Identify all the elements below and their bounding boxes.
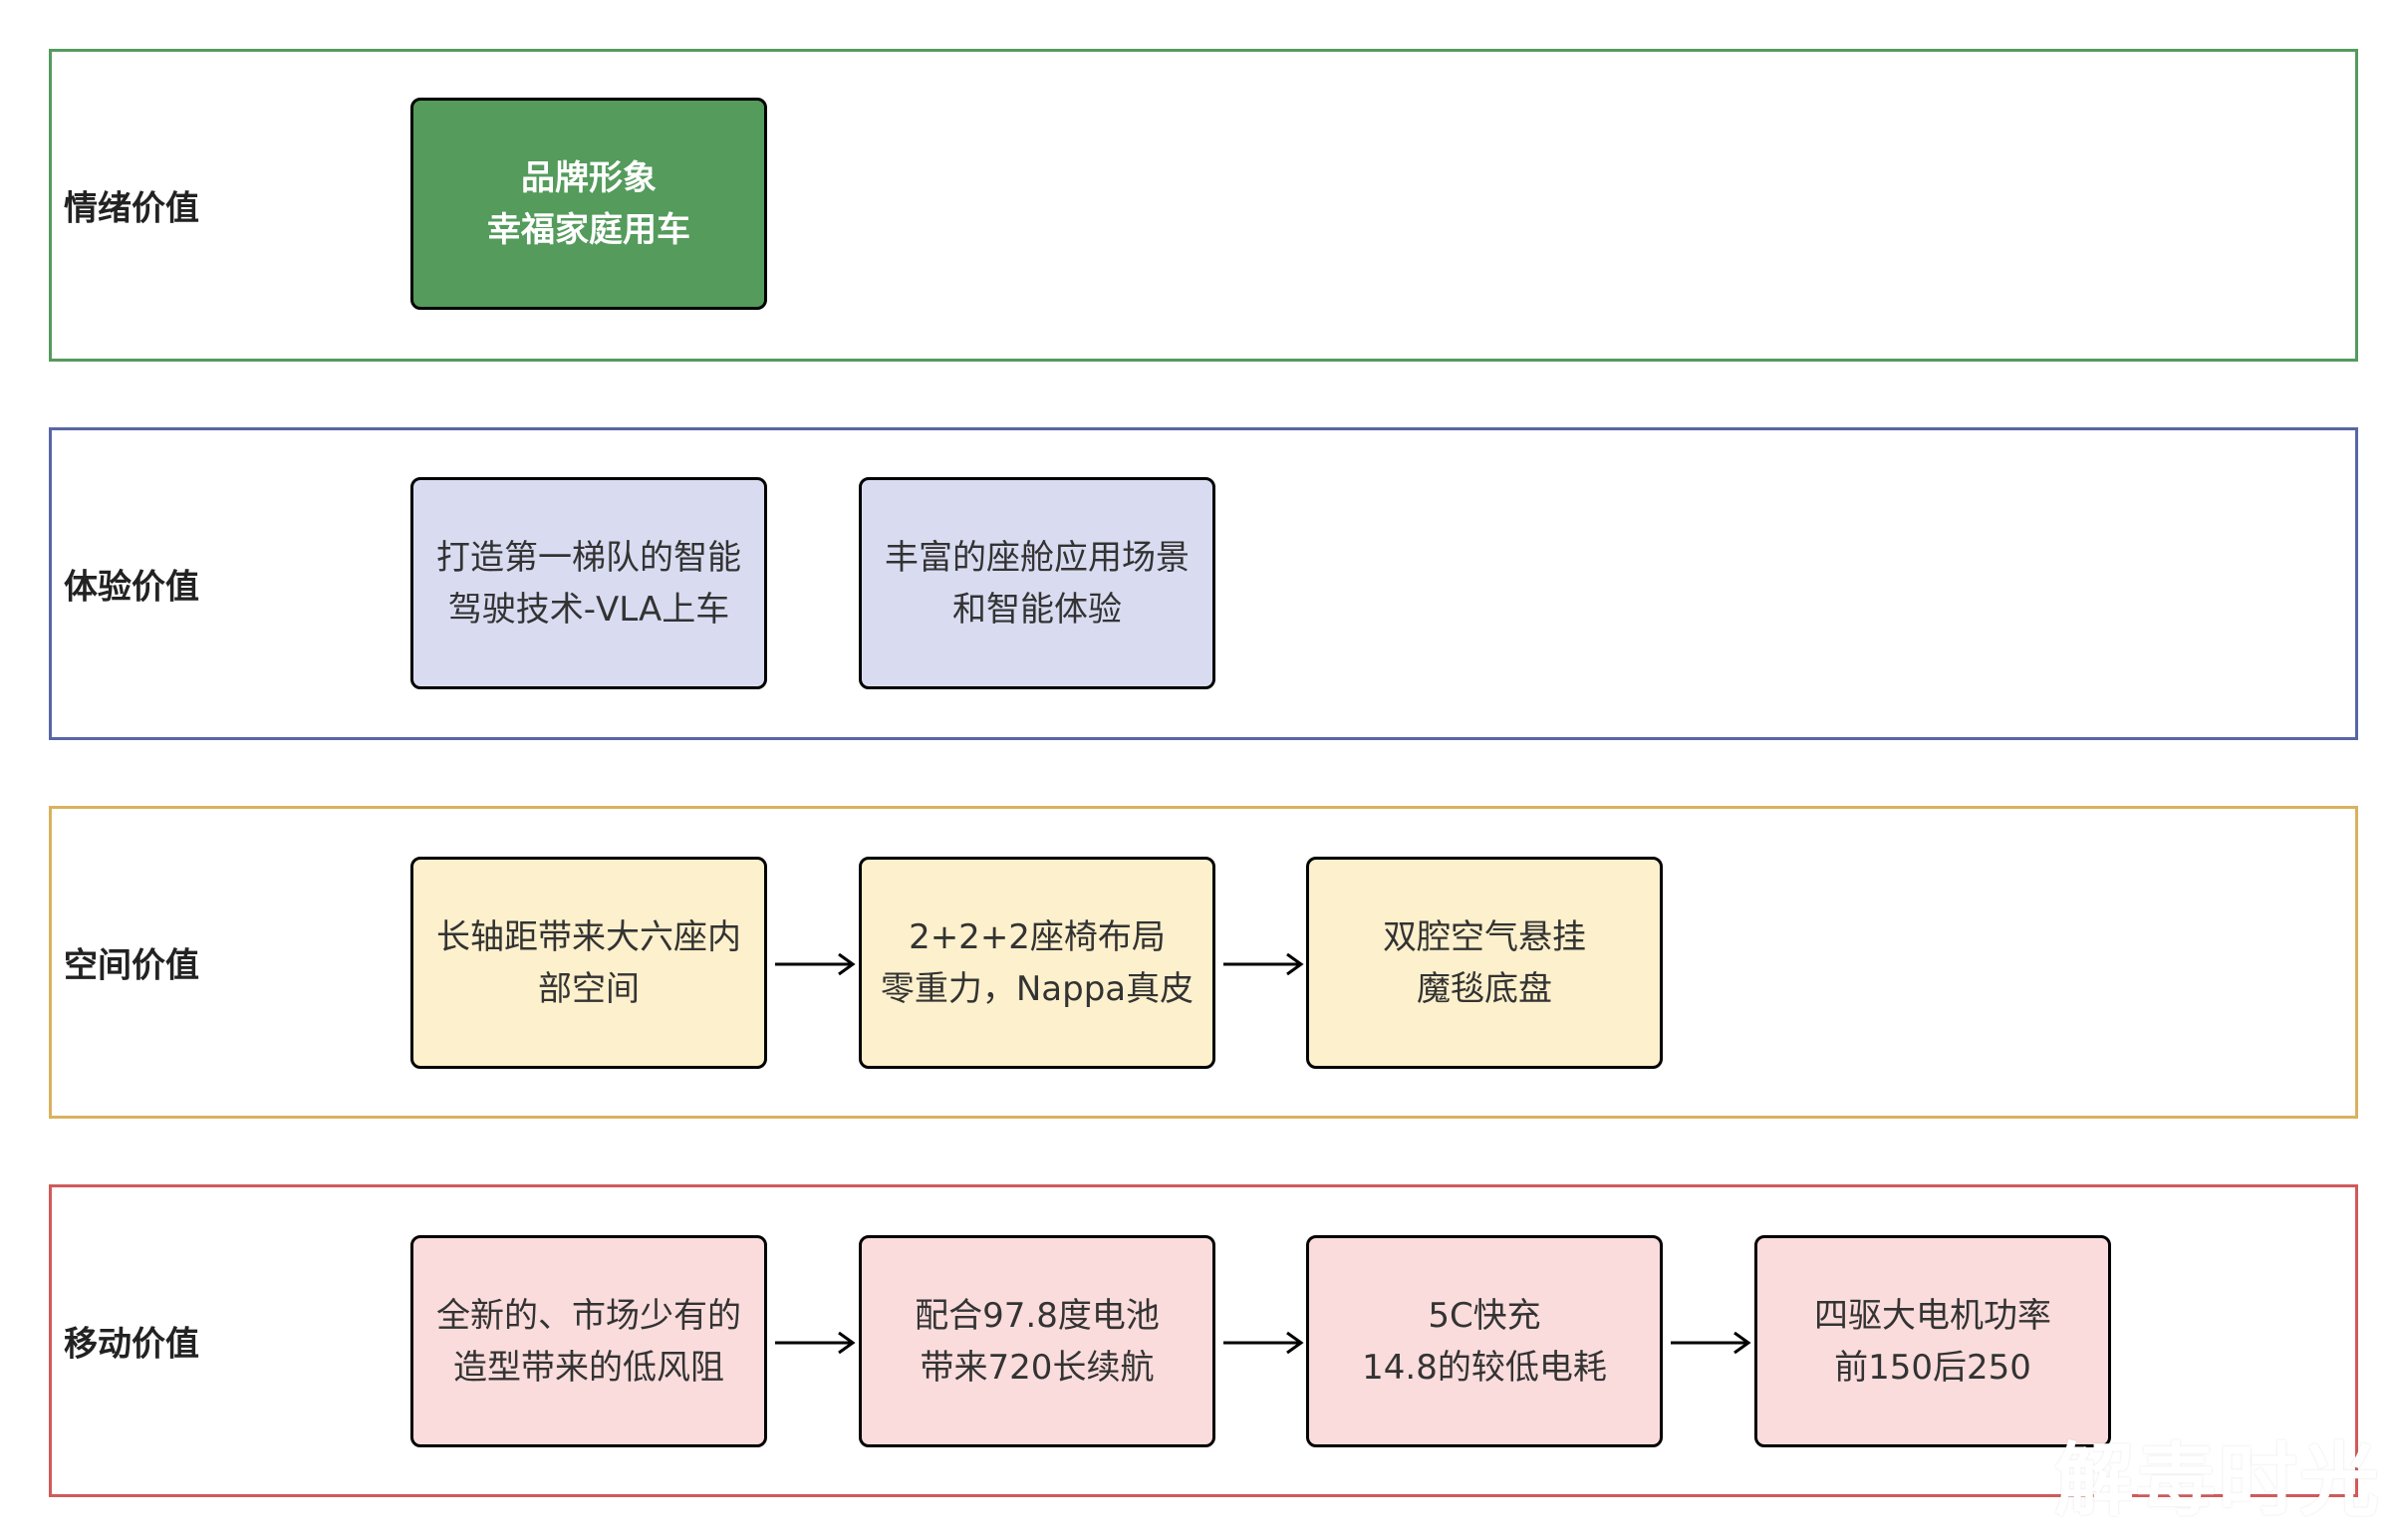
box-text-line: 四驱大电机功率 bbox=[1814, 1295, 2051, 1336]
box-text-line: 造型带来的低风阻 bbox=[453, 1347, 724, 1388]
box-text-line: 全新的、市场少有的 bbox=[436, 1295, 741, 1336]
watermark: 解毒时光 bbox=[2054, 1434, 2381, 1527]
box-text-line: 长轴距带来大六座内 bbox=[436, 916, 741, 957]
value-box: 品牌形象 幸福家庭用车 bbox=[410, 98, 767, 310]
arrow-right-icon bbox=[1671, 1331, 1751, 1355]
row-band-emotional: 情绪价值 bbox=[49, 49, 2358, 362]
arrow-right-icon bbox=[775, 1331, 856, 1355]
box-text-line: 魔毯底盘 bbox=[1417, 968, 1552, 1009]
row-label: 体验价值 bbox=[64, 567, 199, 608]
box-text-line: 幸福家庭用车 bbox=[487, 209, 690, 250]
value-box: 配合97.8度电池 带来720长续航 bbox=[859, 1235, 1215, 1447]
row-label: 情绪价值 bbox=[64, 188, 199, 229]
arrow-right-icon bbox=[1223, 1331, 1304, 1355]
value-box: 双腔空气悬挂 魔毯底盘 bbox=[1306, 857, 1663, 1069]
box-text-line: 5C快充 bbox=[1428, 1295, 1541, 1336]
row-label: 空间价值 bbox=[64, 945, 199, 986]
box-text-line: 2+2+2座椅布局 bbox=[909, 916, 1166, 957]
box-text-line: 品牌形象 bbox=[521, 157, 657, 198]
value-box: 长轴距带来大六座内 部空间 bbox=[410, 857, 767, 1069]
box-text-line: 14.8的较低电耗 bbox=[1362, 1347, 1607, 1388]
value-box: 全新的、市场少有的 造型带来的低风阻 bbox=[410, 1235, 767, 1447]
value-box: 丰富的座舱应用场景 和智能体验 bbox=[859, 477, 1215, 689]
box-text-line: 前150后250 bbox=[1834, 1347, 2031, 1388]
box-text-line: 配合97.8度电池 bbox=[915, 1295, 1160, 1336]
value-box: 5C快充 14.8的较低电耗 bbox=[1306, 1235, 1663, 1447]
row-label: 移动价值 bbox=[64, 1324, 199, 1365]
box-text-line: 部空间 bbox=[538, 968, 640, 1009]
box-text-line: 零重力，Nappa真皮 bbox=[880, 968, 1195, 1009]
value-box: 打造第一梯队的智能 驾驶技术-VLA上车 bbox=[410, 477, 767, 689]
box-text-line: 和智能体验 bbox=[952, 589, 1122, 630]
arrow-right-icon bbox=[775, 952, 856, 976]
value-box: 2+2+2座椅布局 零重力，Nappa真皮 bbox=[859, 857, 1215, 1069]
box-text-line: 打造第一梯队的智能 bbox=[436, 537, 741, 578]
box-text-line: 带来720长续航 bbox=[920, 1347, 1155, 1388]
value-box: 四驱大电机功率 前150后250 bbox=[1754, 1235, 2111, 1447]
arrow-right-icon bbox=[1223, 952, 1304, 976]
box-text-line: 双腔空气悬挂 bbox=[1383, 916, 1586, 957]
box-text-line: 丰富的座舱应用场景 bbox=[885, 537, 1190, 578]
box-text-line: 驾驶技术-VLA上车 bbox=[447, 589, 730, 630]
